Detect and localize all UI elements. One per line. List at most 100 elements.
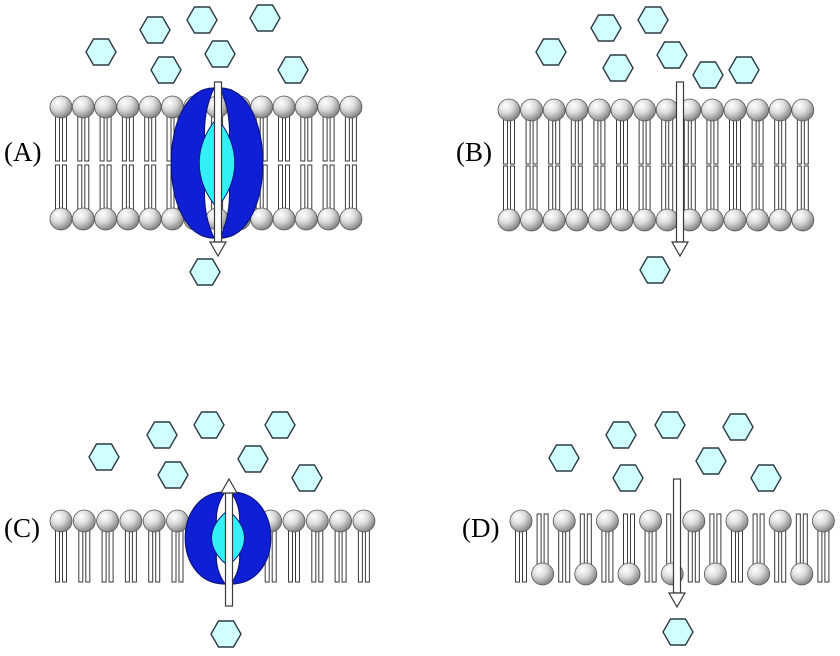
molecule-hexagon (157, 461, 189, 489)
transport-protein (184, 491, 272, 585)
phospholipid-head (768, 509, 792, 533)
phospholipid-head (317, 207, 341, 231)
phospholipid-head (119, 509, 143, 533)
panel-a-bilayer-channel (49, 4, 363, 286)
lipid-tail-lower (121, 164, 134, 211)
lipid-tail-upper (503, 118, 515, 165)
phospholipid-head (49, 509, 73, 533)
lipid-tail (579, 513, 592, 567)
panel-label-a: (A) (4, 137, 41, 167)
phospholipid-head (72, 509, 96, 533)
phospholipid-head (94, 95, 117, 119)
phospholipid-head (588, 98, 611, 122)
phospholipid-head (352, 509, 376, 533)
molecule-hexagon (750, 464, 782, 492)
lipid-tail-upper (322, 115, 335, 162)
lipid-tail-lower (77, 164, 90, 211)
phospholipid-head (520, 98, 543, 122)
phospholipid-head (746, 98, 769, 122)
lipid-tail (55, 529, 67, 583)
phospholipid-head (520, 208, 543, 232)
phospholipid-head (768, 98, 792, 122)
molecule-hexagon (85, 38, 117, 66)
phospholipid-head (682, 509, 706, 533)
lipid-tail-lower (99, 164, 112, 211)
phospholipid-head (531, 562, 554, 586)
molecule-hexagon (210, 620, 242, 648)
phospholipid-head (791, 208, 815, 232)
arrow-down-icon (670, 81, 690, 258)
lipid-tail-upper (144, 115, 157, 162)
phospholipid-head (71, 207, 95, 231)
lipid-tail-lower (344, 164, 357, 211)
molecule-hexagon (654, 411, 686, 439)
molecule-hexagon (612, 464, 644, 492)
phospholipid-head (94, 207, 117, 231)
lipid-tail-lower (661, 165, 674, 212)
phospholipid-head (701, 208, 724, 232)
phospholipid-head (497, 208, 521, 232)
arrow-up-icon (219, 477, 239, 607)
phospholipid-head (633, 208, 656, 232)
phospholipid-head (723, 208, 747, 232)
arrow-down-icon (667, 478, 687, 609)
phospholipid-head (574, 562, 598, 586)
phospholipid-head (768, 208, 792, 232)
lipid-tail-lower (55, 164, 67, 211)
lipid-tail (78, 529, 91, 583)
phospholipid-head (790, 562, 814, 586)
phospholipid-head (542, 208, 566, 232)
molecule-hexagon (189, 258, 221, 286)
lipid-tail (623, 513, 635, 567)
phospholipid-head (617, 562, 641, 586)
lipid-tail-lower (683, 165, 696, 212)
phospholipid-head (509, 509, 533, 533)
lipid-tail-upper (300, 115, 313, 162)
lipid-tail-lower (751, 165, 764, 212)
phospholipid-head (96, 509, 119, 533)
lipid-tail-upper (121, 115, 134, 162)
molecule-hexagon (249, 4, 281, 32)
lipid-tail (536, 513, 549, 567)
phospholipid-head (138, 95, 162, 119)
phospholipid-head (497, 98, 521, 122)
lipid-tail (171, 529, 184, 583)
molecule-hexagon (548, 444, 580, 472)
lipid-tail (601, 529, 614, 583)
panel-b-bilayer-diffusion (497, 6, 815, 284)
phospholipid-head (282, 509, 306, 533)
molecule-hexagon (602, 54, 634, 82)
phospholipid-head (138, 207, 162, 231)
molecule-hexagon (605, 421, 637, 449)
phospholipid-head (272, 207, 296, 231)
phospholipid-head (610, 98, 634, 122)
molecule-hexagon (139, 16, 171, 44)
lipid-tail-lower (548, 165, 561, 212)
molecule-hexagon (662, 618, 694, 646)
phospholipid-head (747, 562, 770, 586)
phospholipid-head (71, 95, 95, 119)
lipid-tail-upper (661, 118, 674, 165)
molecule-hexagon (204, 40, 236, 68)
lipid-tail (288, 529, 300, 583)
phospholipid-head (552, 509, 576, 533)
molecule-hexagon (186, 6, 218, 34)
lipid-tail (752, 513, 765, 567)
phospholipid-head (116, 95, 140, 119)
phospholipid-head (655, 208, 679, 232)
phospholipid-head (142, 509, 166, 533)
molecule-hexagon (277, 56, 309, 84)
phospholipid-head (704, 562, 727, 586)
phospholipid-head (565, 98, 589, 122)
lipid-tail-upper (278, 115, 290, 162)
phospholipid-head (812, 509, 835, 533)
arrow-down-icon (208, 81, 228, 258)
lipid-tail-lower (300, 164, 313, 211)
panel-label-d: (D) (462, 513, 499, 543)
phospholipid-head (655, 98, 679, 122)
phospholipid-head (294, 95, 318, 119)
molecule-hexagon (590, 14, 622, 42)
phospholipid-head (639, 509, 662, 533)
panel-label-c: (C) (4, 513, 40, 543)
lipid-tail-upper (729, 118, 741, 165)
